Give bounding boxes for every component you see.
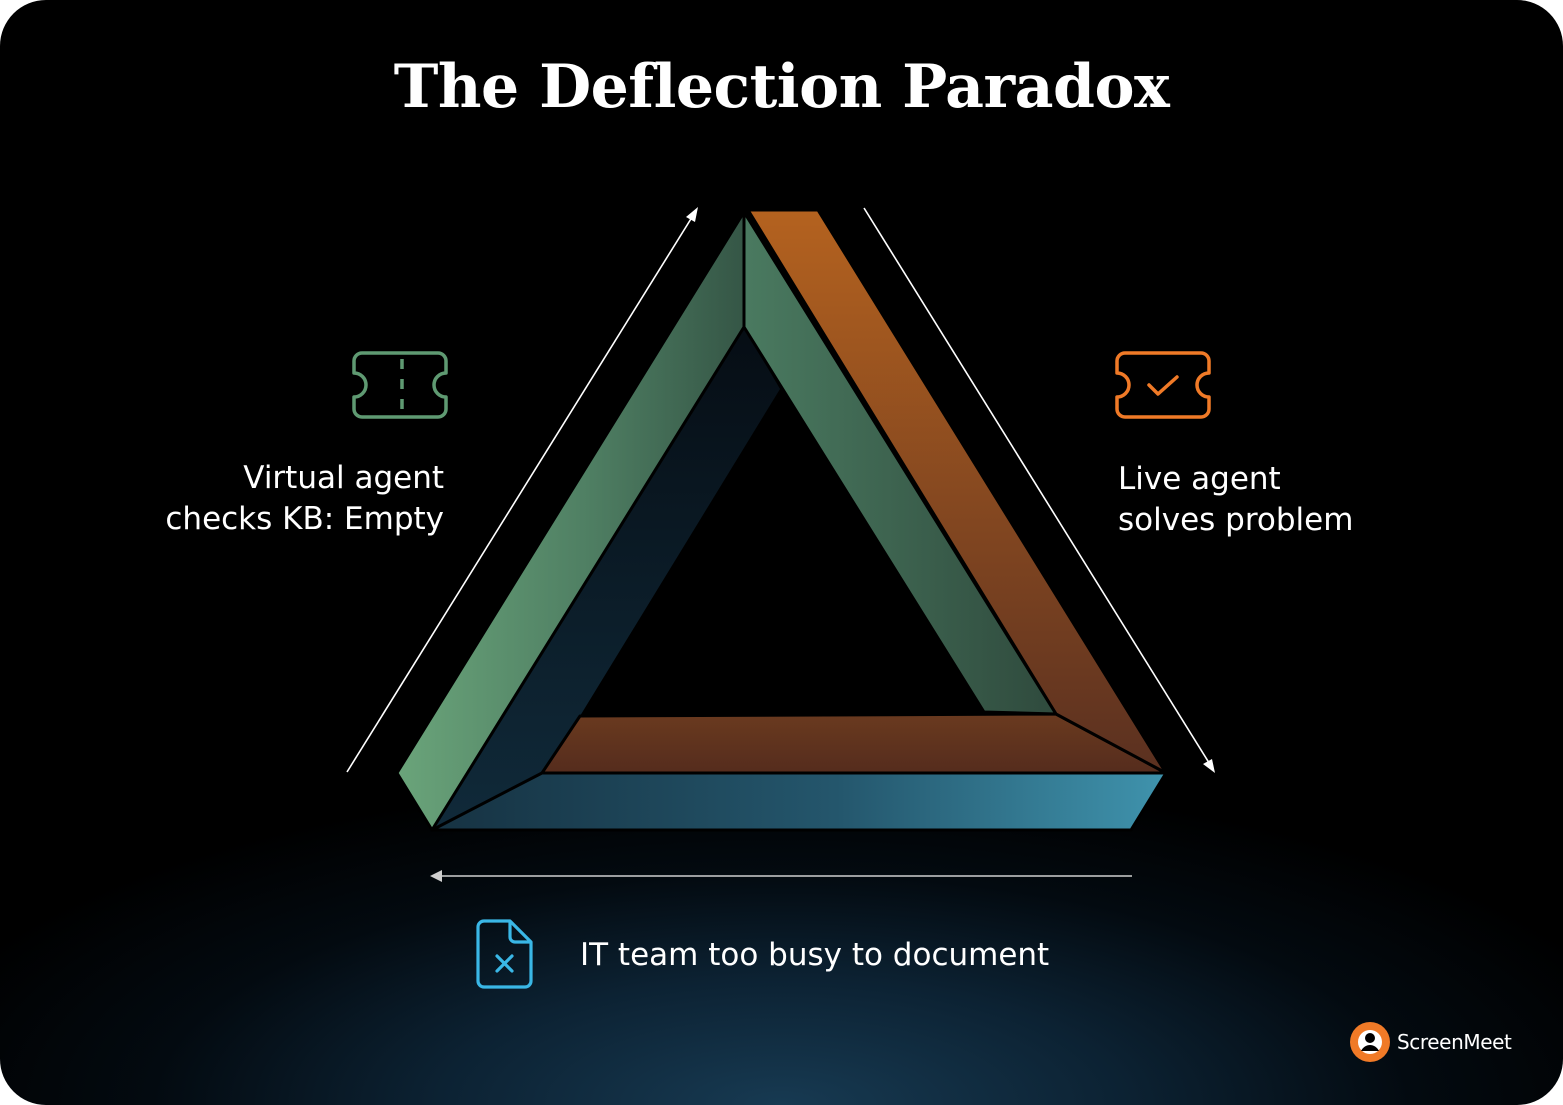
triangle-right-bar [746,208,1168,775]
label-virtual-agent-line-1: Virtual agent [243,460,444,496]
file-x-icon [476,919,533,989]
label-virtual-agent-line-2: checks KB: Empty [165,501,444,537]
arrow-up-left [346,207,698,773]
triangle-green-inner-face [742,210,1058,716]
arrow-down-right [863,207,1215,773]
brand-name: ScreenMeet [1397,1030,1512,1054]
diagram-title: The Deflection Paradox [393,52,1170,122]
triangle-inner-face [432,327,780,830]
ticket-check-icon [1115,351,1211,419]
ticket-icon [352,351,448,419]
brand-logo: ScreenMeet [1349,1021,1512,1063]
label-live-agent-line-1: Live agent [1118,461,1281,497]
label-live-agent: Live agent solves problem [1118,459,1353,541]
triangle-left-bar [395,210,746,832]
arrow-left [430,870,1132,882]
label-live-agent-line-2: solves problem [1118,502,1354,538]
label-it-team: IT team too busy to document [580,937,1050,973]
label-virtual-agent: Virtual agent checks KB: Empty [165,458,444,540]
screenmeet-logo-icon [1350,1022,1390,1062]
triangle-bottom-bar [430,771,1168,832]
